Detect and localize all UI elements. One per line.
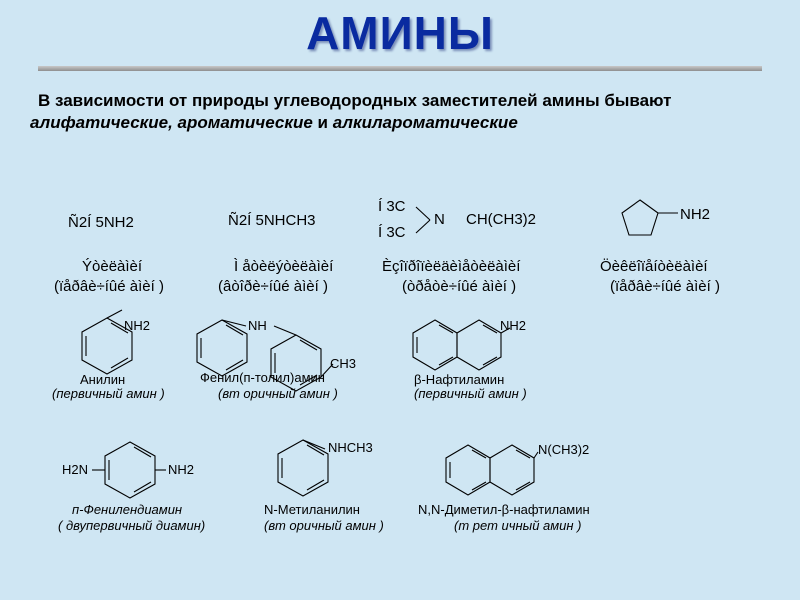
intro-and: и <box>317 113 328 132</box>
dmn-ring-right <box>489 444 535 496</box>
dmn-bond <box>533 451 539 459</box>
cyclopentane-ring <box>621 199 659 236</box>
isopropyl-nitrogen: N <box>434 211 445 228</box>
aniline-class: (первичный амин ) <box>52 386 165 401</box>
ppd-name: п-Фенилендиамин <box>72 502 183 517</box>
nme-bond-top <box>415 206 431 221</box>
ppd-ring <box>104 441 156 499</box>
ethylamine-name: Ýòèëàìèí <box>82 258 143 275</box>
isopropyl-substituent: CH(CH3)2 <box>466 211 537 228</box>
ppd-left-group: H2N <box>62 462 89 477</box>
ppd-right-group: NH2 <box>168 462 195 477</box>
dmnaphthylamine-name: N,N-Диметил-β-нафтиламин <box>418 502 590 517</box>
nma-bond <box>302 439 326 450</box>
phenyl-ring <box>196 319 248 377</box>
bnaph-ring-right <box>456 319 502 371</box>
nma-ring <box>277 439 329 497</box>
ethylamine-class: (ïåðâè÷íûé àìèí ) <box>54 278 164 295</box>
title-divider <box>38 66 762 71</box>
ptolyl-class: (вт оричный амин ) <box>218 386 338 401</box>
nh-tolyl-bond <box>273 325 297 336</box>
intro-type-alkylaromatic: алкилароматические <box>332 113 518 132</box>
isopropyl-bottom-group: Í 3C <box>378 224 406 241</box>
nmethylaniline-class: (вт оричный амин ) <box>264 518 384 533</box>
cyclopentylamine-class: (ïåðâè÷íûé àìèí ) <box>610 278 720 295</box>
ptolyl-methyl-group: CH3 <box>330 356 357 371</box>
bnaphthylamine-class: (первичный амин ) <box>414 386 527 401</box>
bnaphthylamine-group: NH2 <box>500 318 527 333</box>
nmethylaniline-name: N-Метиланилин <box>264 502 360 517</box>
dmn-ring-left <box>445 444 491 496</box>
intro-paragraph: В зависимости от природы углеводородных … <box>30 90 720 134</box>
tolyl-ring <box>270 334 322 392</box>
aniline-bond <box>106 309 123 319</box>
aniline-ring <box>81 317 133 375</box>
bnaphthylamine-name: β-Нафтиламин <box>414 372 505 387</box>
methylethylamine-name: Ì åòèëýòèëàìèí <box>234 258 334 275</box>
methylethylamine-class: (âòîðè÷íûé àìèí ) <box>218 278 328 295</box>
isopropyl-class: (òðåòè÷íûé àìèí ) <box>402 278 517 295</box>
isopropyl-name: Èçîïðîïèëäèìåòèëàìèí <box>382 258 521 275</box>
bnaph-ring-left <box>412 319 458 371</box>
tolyl-ch3-bond <box>320 363 334 378</box>
isopropyl-top-group: Í 3C <box>378 198 406 215</box>
ptolyl-name: Фенил(п-толил)амин <box>200 370 325 385</box>
bnaph-bond <box>500 327 511 334</box>
cyclopentylamine-group: NH2 <box>680 206 711 223</box>
dmnaphthylamine-class: (т рет ичный амин ) <box>454 518 582 533</box>
methylethylamine-formula: Ñ2Í 5NHCH3 <box>228 212 316 229</box>
nmethylaniline-group: NHCH3 <box>328 440 373 455</box>
dmnaphthylamine-group: N(CH3)2 <box>538 442 590 457</box>
intro-text: В зависимости от природы углеводородных … <box>38 91 672 110</box>
ptolyl-nh-group: NH <box>248 318 267 333</box>
aniline-group: NH2 <box>124 318 151 333</box>
nme-bond-bottom <box>415 219 431 234</box>
ethylamine-formula: Ñ2Í 5NH2 <box>68 214 134 231</box>
intro-types: алифатические, ароматические <box>30 113 313 132</box>
cyclopentylamine-name: Öèêëîïåíòèëàìèí <box>600 258 708 275</box>
aniline-name: Анилин <box>80 372 126 387</box>
page-title: АМИНЫ <box>306 7 494 59</box>
phenyl-nh-bond <box>221 319 247 327</box>
ppd-class: ( двупервичный диамин) <box>58 518 206 533</box>
